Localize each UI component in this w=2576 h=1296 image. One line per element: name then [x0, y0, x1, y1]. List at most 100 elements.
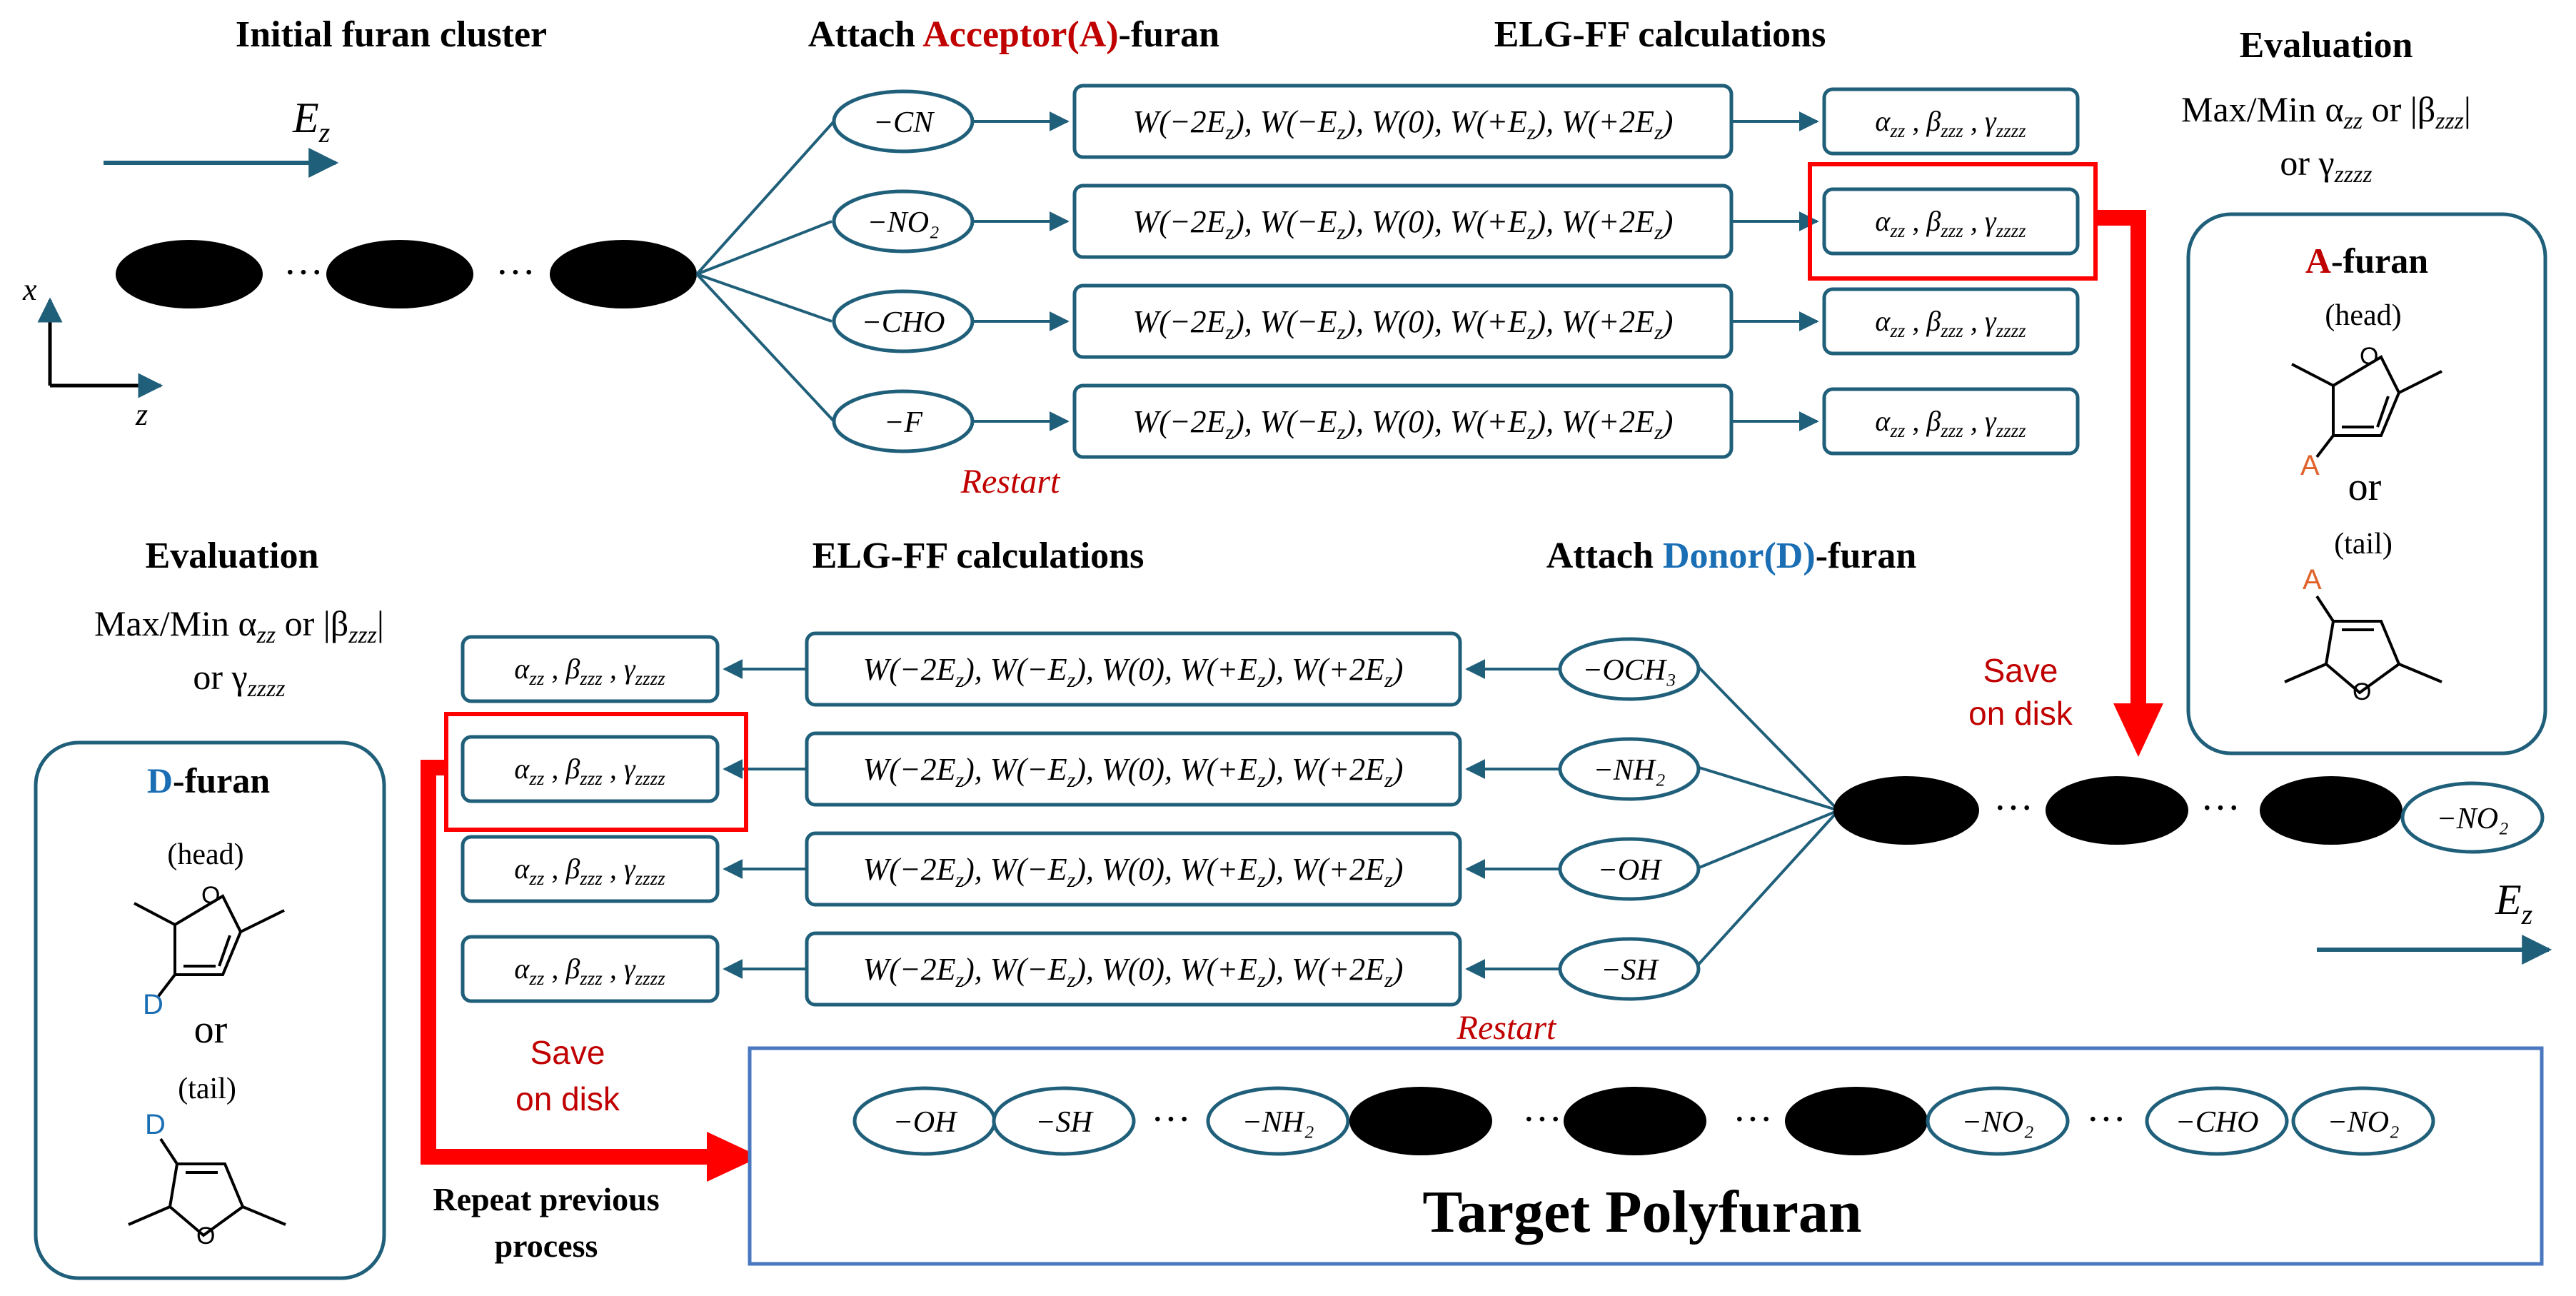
donor-fan	[1694, 663, 1840, 969]
acceptor-attached-chain: ··· ··· −NO₂	[1833, 776, 2545, 854]
evaluation-top: Evaluation Max/Min αzz or |βzzz| or γzzz…	[2181, 25, 2471, 188]
svg-text:z: z	[135, 397, 148, 432]
restart-label-bottom: Restart	[1456, 1009, 1557, 1047]
attach-donor-title: Attach Donor(D)-furan	[1546, 536, 1917, 576]
result-box	[461, 735, 720, 803]
elg-field-text: W(−2Ez), W(−Ez), W(0), W(+Ez), W(+2Ez)	[863, 752, 1404, 792]
svg-text:−NO₂: −NO₂	[2436, 803, 2508, 835]
result-text: αzz , βzzz , γzzzz	[514, 953, 665, 989]
donor-row: −SHW(−2Ez), W(−Ez), W(0), W(+Ez), W(+2Ez…	[461, 931, 1701, 1007]
target-chain-dots: ···	[1733, 1097, 1773, 1142]
svg-text:or γzzzz: or γzzzz	[193, 657, 285, 702]
restart-label-top: Restart	[960, 463, 1061, 501]
svg-text:or γzzzz: or γzzzz	[2280, 143, 2372, 188]
donor-group-label: −OH	[1597, 854, 1663, 887]
elg-field-text: W(−2Ez), W(−Ez), W(0), W(+Ez), W(+2Ez)	[1133, 204, 1674, 244]
svg-text:x: x	[22, 272, 37, 307]
elg-field-text: W(−2Ez), W(−Ez), W(0), W(+Ez), W(+2Ez)	[863, 852, 1404, 892]
target-chain: −OH −SH ··· −NH₂ ··· ··· −NO₂ ··· −CHO −NO₂	[852, 1086, 2435, 1156]
donor-group-label: −SH	[1601, 954, 1659, 987]
svg-text:on disk: on disk	[1968, 695, 2073, 732]
target-title: Target Polyfuran	[1422, 1179, 1861, 1245]
target-furan-core	[1785, 1087, 1928, 1155]
d-head-label: D	[143, 989, 163, 1020]
elg-field-text: W(−2Ez), W(−Ez), W(0), W(+Ez), W(+2Ez)	[1133, 404, 1674, 444]
d-furan-head-structure	[134, 894, 285, 998]
svg-text:···: ···	[495, 251, 535, 295]
donor-rows: −OCH₃ W(−2Ez), W(−Ez), W(0), W(+Ez), W(+2…	[461, 631, 1701, 1007]
a-furan-head-structure	[2291, 355, 2442, 458]
svg-text:or: or	[2348, 465, 2382, 509]
target-group-label: −NO₂	[2327, 1106, 2399, 1139]
target-chain-dots: ···	[1151, 1097, 1191, 1142]
svg-text:process: process	[495, 1227, 598, 1264]
svg-text:Ez: Ez	[2495, 876, 2533, 930]
acceptor-group-label: −CHO	[861, 306, 945, 339]
acceptor-row: −NO₂ W(−2Ez), W(−Ez), W(0), W(+Ez), W(+2E…	[832, 184, 2080, 259]
svg-text:D-furan: D-furan	[147, 760, 270, 800]
acceptor-fan	[695, 120, 835, 423]
a-tail-oxygen: O	[2353, 678, 2371, 705]
field-arrow-bottom: Ez	[2317, 876, 2552, 965]
acceptor-group-label: −NO₂	[867, 206, 939, 239]
attach-acceptor-title: Attach Acceptor(A)-furan	[808, 14, 1219, 55]
a-tail-label: A	[2303, 564, 2322, 596]
d-furan-panel: D-furan (head) or (tail) O D O D	[34, 740, 386, 1280]
target-group-label: −NO₂	[1961, 1106, 2033, 1139]
result-box	[1822, 187, 2080, 256]
target-group-label: −SH	[1035, 1106, 1094, 1139]
d-tail-label: D	[145, 1109, 166, 1140]
result-box	[1822, 287, 2080, 356]
svg-text:Save: Save	[1983, 652, 2058, 689]
elg-field-text: W(−2Ez), W(−Ez), W(0), W(+Ez), W(+2Ez)	[1133, 304, 1674, 344]
result-text: αzz , βzzz , γzzzz	[1875, 305, 2026, 341]
result-text: αzz , βzzz , γzzzz	[514, 753, 665, 789]
initial-furan-chain: ··· ···	[116, 240, 697, 308]
target-chain-dots: ···	[1522, 1097, 1562, 1142]
target-group-label: −OH	[892, 1106, 958, 1139]
target-group-node	[2291, 1086, 2435, 1156]
save-arrow-right: Save on disk	[1968, 210, 2163, 757]
field-arrow-top: Ez	[104, 94, 339, 178]
donor-row: −OH W(−2Ez), W(−Ez), W(0), W(+Ez), W(+2Ez…	[461, 831, 1701, 907]
svg-text:Max/Min αzz or |βzzz|: Max/Min αzz or |βzzz|	[94, 603, 384, 648]
a-furan-panel: A-furan (head) or (tail) O A O A	[2186, 212, 2547, 755]
svg-text:(tail): (tail)	[2334, 528, 2393, 561]
svg-text:···: ···	[1993, 786, 2033, 830]
initial-cluster-title: Initial furan cluster	[236, 14, 547, 55]
acceptor-row: −CHO W(−2Ez), W(−Ez), W(0), W(+Ez), W(+2E…	[832, 283, 2080, 359]
result-text: αzz , βzzz , γzzzz	[514, 853, 665, 889]
svg-text:Max/Min αzz or |βzzz|: Max/Min αzz or |βzzz|	[2181, 89, 2471, 134]
target-chain-dots: ···	[2086, 1097, 2126, 1142]
svg-text:···: ···	[283, 251, 323, 295]
svg-text:(head): (head)	[167, 838, 243, 871]
result-text: αzz , βzzz , γzzzz	[1875, 205, 2026, 241]
svg-text:Save: Save	[530, 1034, 605, 1071]
target-group-node	[1206, 1086, 1350, 1156]
target-polyfuran-panel: Target Polyfuran	[748, 1046, 2544, 1266]
target-group-node	[2145, 1086, 2289, 1156]
svg-text:Repeat previous: Repeat previous	[433, 1181, 659, 1217]
svg-text:Evaluation: Evaluation	[146, 536, 319, 576]
result-text: αzz , βzzz , γzzzz	[1875, 105, 2026, 141]
a-head-label: A	[2300, 450, 2320, 481]
elg-field-text: W(−2Ez), W(−Ez), W(0), W(+Ez), W(+2Ez)	[1133, 104, 1674, 144]
target-group-node	[1926, 1086, 2070, 1156]
evaluation-bottom: Evaluation Max/Min αzz or |βzzz| or γzzz…	[94, 536, 384, 702]
svg-text:···: ···	[2200, 786, 2240, 830]
target-group-label: −NH₂	[1242, 1106, 1314, 1139]
donor-group-label: −OCH₃	[1582, 654, 1676, 687]
target-furan-core	[1564, 1087, 1706, 1155]
result-text: αzz , βzzz , γzzzz	[1875, 405, 2026, 441]
target-group-label: −CHO	[2175, 1106, 2258, 1139]
save-arrow-left: Save on disk Repeat previous process	[421, 760, 760, 1264]
a-furan-tail-structure	[2284, 595, 2442, 695]
svg-text:on disk: on disk	[515, 1080, 620, 1117]
svg-text:(head): (head)	[2325, 299, 2401, 332]
result-box	[461, 635, 720, 703]
